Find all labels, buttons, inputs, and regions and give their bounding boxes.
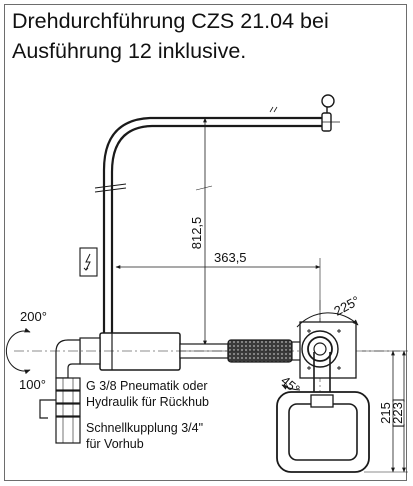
angle-left-bottom-label: 100°	[19, 377, 46, 392]
elbow-fitting	[55, 339, 81, 379]
fitting-nut-1	[55, 377, 81, 391]
ring-handle-inner	[288, 403, 358, 461]
note-line-2: Hydraulik für Rückhub	[86, 395, 209, 409]
vertical-dimension-223: [223]	[390, 399, 405, 428]
vertical-dimension-215: 215	[378, 402, 393, 424]
top-arm-tube	[102, 116, 323, 333]
angle-arc-45	[281, 384, 301, 391]
note-line-3: Schnellkupplung 3/4"	[86, 421, 203, 435]
lightning-icon	[83, 253, 91, 271]
top-arm-tube-inner	[110, 124, 323, 333]
rotation-arc-right	[296, 312, 359, 328]
fitting-nut-2	[55, 390, 81, 404]
title-line-1: Drehdurchführung CZS 21.04 bei	[12, 9, 329, 33]
note-line-1: G 3/8 Pneumatik oder	[86, 379, 208, 393]
coupling-hook	[39, 399, 56, 419]
top-knob-ring	[321, 94, 335, 108]
height-dimension-label: 812,5	[189, 217, 204, 250]
length-dimension-label: 363,5	[214, 250, 247, 265]
title-line-2: Ausführung 12 inklusive.	[12, 39, 247, 63]
angle-left-top-label: 200°	[20, 309, 47, 324]
quick-coupling	[55, 416, 81, 444]
break-mark-tube	[94, 183, 127, 193]
note-line-4: für Vorhub	[86, 437, 144, 451]
fitting-nut-3	[55, 403, 81, 417]
rotation-arc-left	[5, 327, 31, 375]
lever-arm	[313, 352, 331, 398]
break-mark-top	[269, 106, 278, 113]
flange-bolt-marks	[307, 329, 341, 370]
angle-right-top-label: 225°	[331, 293, 362, 319]
